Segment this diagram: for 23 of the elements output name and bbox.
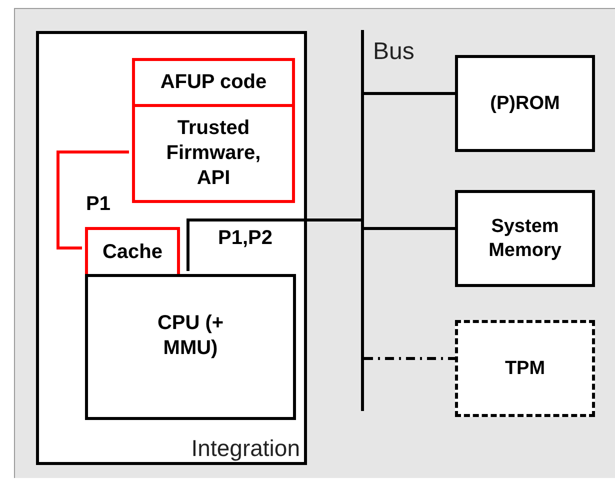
rom-box: [455, 55, 595, 152]
bus-label: Bus: [373, 40, 414, 64]
box-label: Trusted Firmware, API: [165, 116, 262, 191]
connector-line: [56, 150, 129, 250]
box-label: CPU (+ MMU): [156, 311, 225, 361]
box-label: (P)ROM: [490, 92, 560, 116]
box-label: System Memory: [488, 214, 562, 262]
box-label: TPM: [504, 356, 546, 380]
connector-line: [364, 227, 455, 230]
memory-box: [455, 190, 595, 287]
edge-label: P1,P2: [218, 228, 272, 248]
firmware-box: [132, 104, 295, 203]
cpu-box: [85, 274, 296, 420]
integration-box: [36, 31, 307, 465]
cache-box: [85, 227, 180, 277]
connector-line: [364, 92, 455, 95]
box-label: AFUP code: [160, 70, 267, 95]
tpm-box: [455, 320, 595, 417]
connector-line: [364, 357, 455, 360]
code-box: [132, 58, 295, 107]
box-label: Cache: [102, 240, 163, 264]
container-label: Integration: [191, 437, 300, 460]
connector-line: [186, 218, 361, 271]
